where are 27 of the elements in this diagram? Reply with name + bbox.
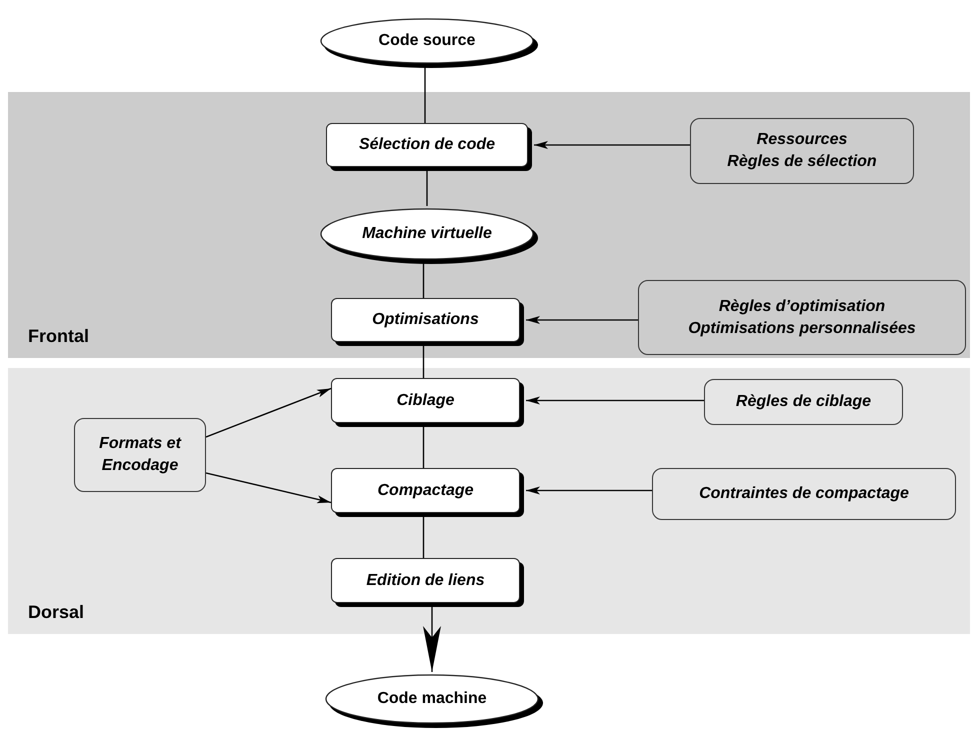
node-label: Formats et Encodage (98, 434, 182, 476)
node-label: Sélection de code (358, 135, 496, 156)
arrow (526, 396, 704, 404)
node-label: Compactage (377, 480, 474, 501)
arrow (206, 472, 332, 504)
node-label: Optimisations (372, 310, 479, 330)
arrow (526, 486, 652, 494)
node-label: Règles d’optimisation (718, 296, 886, 317)
input-box (652, 468, 956, 520)
arrow (526, 316, 638, 324)
stage-band (8, 92, 970, 358)
arrow (206, 388, 332, 438)
node-label: Optimisations personnalisées (688, 318, 916, 338)
stage-band (8, 368, 970, 634)
node-label: Contraintes de compactage (699, 484, 909, 504)
input-box (704, 379, 903, 425)
node-label: Ressources (756, 130, 848, 150)
node-label: Règles de sélection (727, 152, 877, 172)
arrow (534, 141, 690, 149)
input-box (638, 280, 966, 355)
stage-label: Dorsal (28, 600, 84, 624)
input-box (690, 118, 914, 184)
node-label: Ciblage (396, 390, 454, 411)
stage-label: Frontal (28, 324, 89, 348)
input-box (74, 418, 206, 492)
node-label: Edition de liens (366, 570, 485, 591)
node-label: Règles de ciblage (736, 392, 872, 412)
